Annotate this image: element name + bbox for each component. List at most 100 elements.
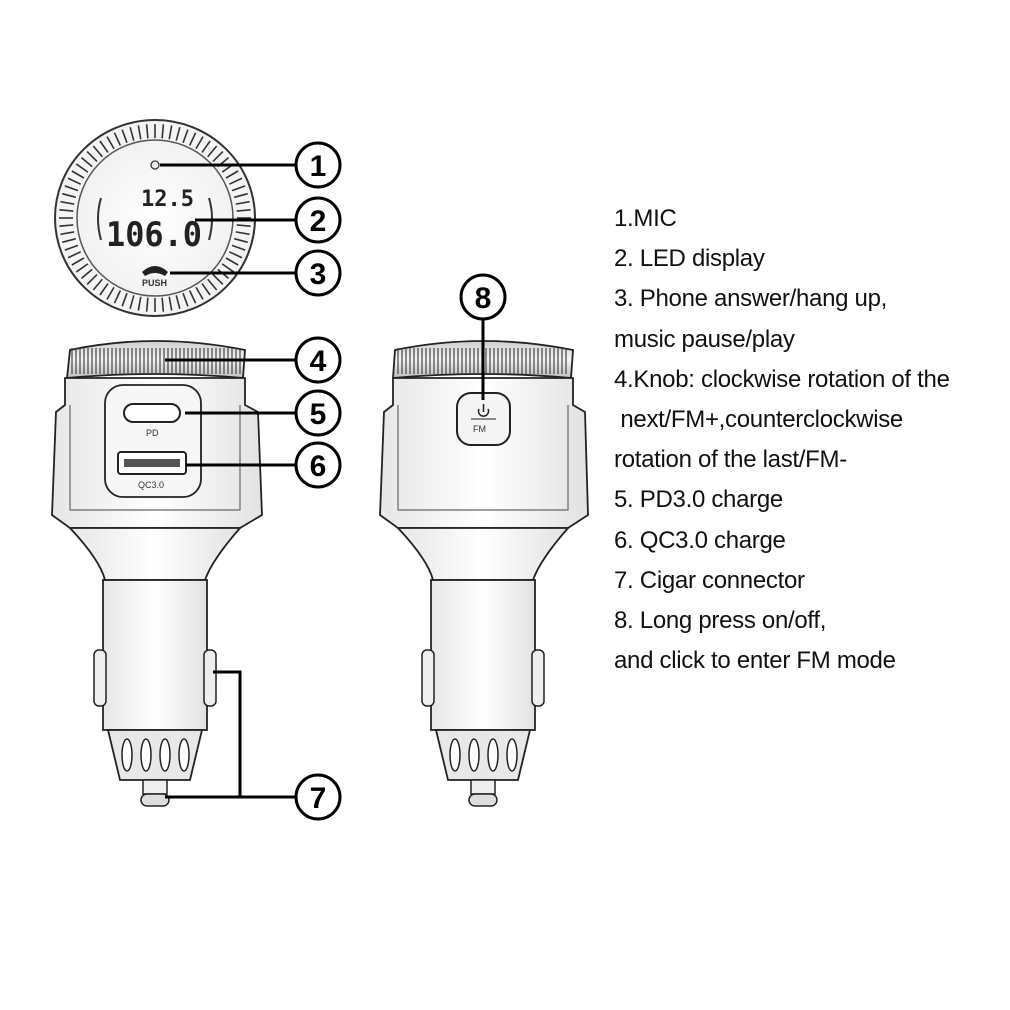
legend-line: 4.Knob: clockwise rotation of the [614, 365, 950, 393]
legend-line: 1.MIC [614, 205, 677, 232]
legend-line: 3. Phone answer/hang up, [614, 285, 888, 313]
legend-line: rotation of the last/FM- [614, 446, 847, 474]
fm-label: FM [473, 424, 486, 434]
grip-tick [71, 170, 85, 179]
callout-4: 4 [294, 336, 342, 384]
grip-tick [99, 140, 109, 153]
callout-2-number: 2 [310, 205, 327, 238]
grip-tick [59, 224, 74, 227]
grip-tick [67, 177, 82, 185]
callout-8: 8 [459, 273, 507, 321]
callout-5: 5 [294, 389, 342, 437]
grip-tick [207, 145, 218, 158]
callout-1-number: 1 [310, 150, 327, 183]
display-face [76, 139, 234, 297]
grip-tick [75, 163, 89, 173]
grip-tick [236, 209, 251, 212]
grip-tick [137, 296, 142, 311]
grip-tick [62, 192, 77, 199]
mic-hole [150, 160, 160, 170]
grip-tick [92, 145, 103, 158]
grip-tick [80, 268, 93, 280]
grip-tick [113, 132, 122, 146]
side-spring-left [93, 649, 107, 707]
grip-tick [231, 185, 246, 192]
knob-ridges-back [397, 348, 567, 374]
legend-line: 6. QC3.0 charge [614, 526, 786, 554]
grip-tick [60, 200, 75, 205]
grip-tick [60, 231, 75, 236]
front-view: PD QC3.0 [51, 340, 263, 807]
grip-tick [175, 295, 181, 310]
grip-tick [99, 283, 109, 296]
power-icon [477, 408, 490, 417]
cigar-barrel-back [430, 579, 536, 731]
grip-tick [145, 297, 149, 312]
grip-tick [175, 126, 181, 141]
top-view: 12.5 106.0 PUSH [54, 119, 256, 317]
device-neck [67, 527, 242, 581]
legend-line: next/FM+,counterclockwise [614, 405, 903, 433]
grip-tick [92, 278, 103, 291]
callout-2: 2 [294, 196, 342, 244]
grip-tick [235, 200, 250, 205]
grip-tick [80, 156, 93, 168]
grip-tick [161, 297, 165, 312]
grip-tick [106, 136, 115, 150]
cigar-barrel [102, 579, 208, 731]
callout-3-number: 3 [310, 258, 327, 291]
grip-tick [161, 124, 165, 139]
grip-tick [233, 237, 248, 244]
device-neck-back [395, 527, 570, 581]
callout-1: 1 [294, 141, 342, 189]
grip-tick [233, 192, 248, 199]
callout-5-number: 5 [310, 398, 327, 431]
callout-6-number: 6 [310, 450, 327, 483]
grip-tick [168, 125, 173, 140]
legend-line: 8. Long press on/off, [614, 606, 827, 634]
display-upper-value: 12.5 [141, 187, 194, 212]
grip-tick [235, 231, 250, 236]
push-label: PUSH [142, 278, 167, 288]
grip-tick [64, 185, 79, 192]
grip-tick [121, 129, 128, 144]
grip-tick [75, 263, 89, 273]
grip-tick [201, 283, 211, 296]
legend-line: 7. Cigar connector [614, 566, 805, 594]
pd-label: PD [146, 428, 159, 438]
knob-grip-ticks [59, 124, 251, 312]
phone-icon [142, 266, 168, 276]
grip-tick [86, 150, 98, 162]
grip-tick [137, 125, 142, 140]
grip-tick [236, 224, 251, 227]
callout-4-number: 4 [310, 345, 327, 378]
grip-tick [212, 150, 224, 162]
grip-tick [129, 126, 135, 141]
legend-line: 5. PD3.0 charge [614, 486, 783, 514]
usb-c-port [123, 403, 181, 423]
grip-tick [228, 177, 243, 185]
grip-tick [195, 136, 204, 150]
grip-tick [86, 274, 98, 286]
legend: 1.MIC 2. LED display 3. Phone answer/han… [614, 203, 1004, 685]
grip-tick [225, 170, 239, 179]
grip-tick [182, 129, 189, 144]
grip-tick [228, 251, 243, 259]
leader-lines [160, 163, 485, 799]
legend-line: 2. LED display [614, 245, 765, 273]
grip-tick [121, 292, 128, 307]
callout-3: 3 [294, 249, 342, 297]
grip-tick [59, 209, 74, 212]
grip-tick [201, 140, 211, 153]
grip-tick [64, 244, 79, 251]
grip-tick [67, 251, 82, 259]
contact-pin [140, 793, 170, 807]
grip-tick [225, 257, 239, 266]
grip-tick [188, 290, 197, 304]
barrel-tip [106, 729, 204, 781]
grip-tick [168, 296, 173, 311]
back-view: FM [379, 340, 589, 807]
display-lower-value: 106.0 [106, 215, 202, 255]
side-spring-right [203, 649, 217, 707]
